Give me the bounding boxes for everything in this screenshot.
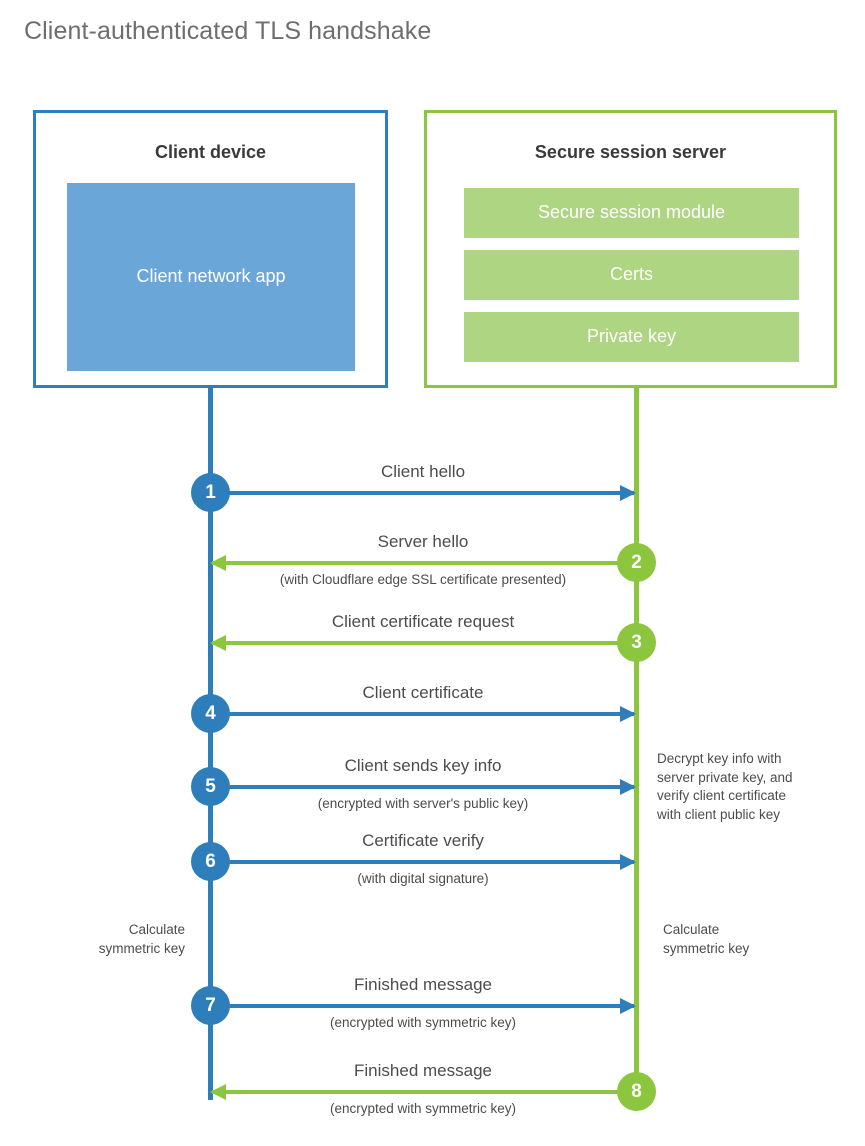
server-component-private-key: Private key: [464, 312, 799, 362]
server-component-certs: Certs: [464, 250, 799, 300]
message-line-3: [212, 641, 636, 645]
message-label-8: Finished message: [354, 1061, 492, 1080]
message-line-4: [210, 712, 634, 716]
step-badge-8: 8: [617, 1072, 656, 1111]
arrowhead-icon-3: [210, 635, 226, 651]
message-sublabel-6: (with digital signature): [357, 871, 489, 886]
step-badge-7: 7: [191, 986, 230, 1025]
arrowhead-icon-1: [620, 485, 636, 501]
message-label-3: Client certificate request: [331, 612, 515, 631]
message-sublabel-8: (encrypted with symmetric key): [329, 1101, 517, 1116]
page-title: Client-authenticated TLS handshake: [24, 17, 432, 45]
message-sublabel-7: (encrypted with symmetric key): [329, 1015, 517, 1030]
arrowhead-icon-4: [620, 706, 636, 722]
client-device-title: Client device: [154, 142, 267, 162]
arrowhead-icon-7: [620, 998, 636, 1014]
arrowhead-icon-6: [620, 854, 636, 870]
step-badge-6: 6: [191, 842, 230, 881]
message-label-5: Client sends key info: [344, 756, 502, 775]
message-sublabel-5: (encrypted with server's public key): [317, 796, 529, 811]
server-calculate-symmetric-key-annotation: Calculate symmetric key: [663, 922, 750, 956]
message-line-2: [212, 561, 636, 565]
message-label-6: Certificate verify: [362, 831, 484, 850]
step-badge-5: 5: [191, 767, 230, 806]
message-line-6: [210, 860, 634, 864]
step-badge-4: 4: [191, 694, 230, 733]
message-label-7: Finished message: [354, 975, 492, 994]
message-line-5: [210, 785, 634, 789]
step-badge-1: 1: [191, 473, 230, 512]
message-sublabel-2: (with Cloudflare edge SSL certificate pr…: [279, 572, 567, 587]
arrowhead-icon-2: [210, 555, 226, 571]
arrowhead-icon-8: [210, 1084, 226, 1100]
message-label-4: Client certificate: [362, 683, 484, 702]
secure-session-server-title: Secure session server: [534, 142, 727, 162]
step-badge-2: 2: [617, 543, 656, 582]
message-line-7: [210, 1004, 634, 1008]
arrowhead-icon-5: [620, 779, 636, 795]
message-label-1: Client hello: [380, 462, 466, 481]
server-lifeline: [634, 388, 639, 1100]
step-badge-3: 3: [617, 623, 656, 662]
client-calculate-symmetric-key-annotation: Calculate symmetric key: [98, 922, 185, 956]
server-component-secure-session-module: Secure session module: [464, 188, 799, 238]
server-decrypt-annotation: Decrypt key info with server private key…: [657, 751, 793, 822]
client-lifeline: [208, 388, 213, 1100]
client-network-app-block: Client network app: [67, 183, 355, 371]
message-line-8: [212, 1090, 636, 1094]
message-label-2: Server hello: [377, 532, 469, 551]
message-line-1: [210, 491, 634, 495]
